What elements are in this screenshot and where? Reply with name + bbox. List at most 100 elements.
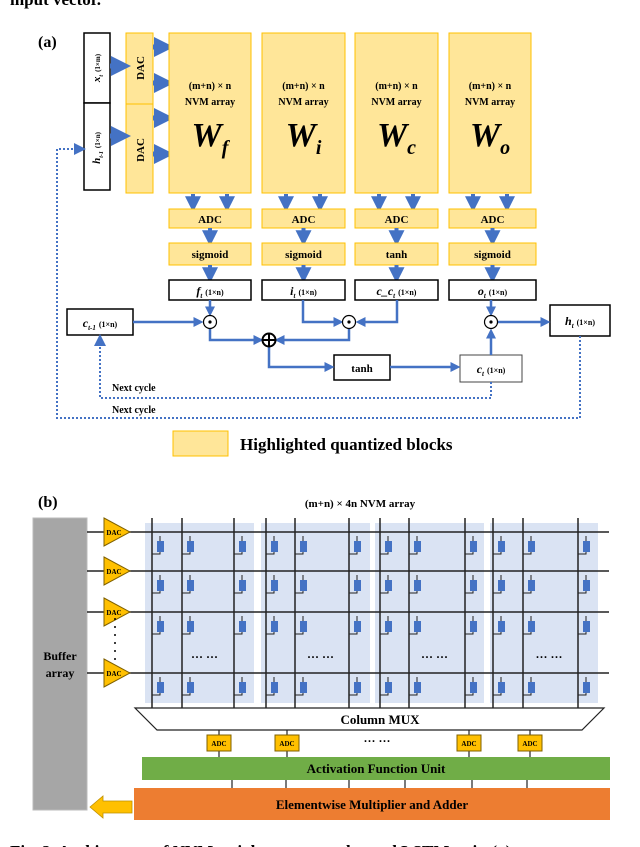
nvm-cell	[498, 682, 505, 693]
dac-label: DAC	[106, 568, 121, 576]
nvm-cell	[354, 682, 361, 693]
next-cycle-c-feedback	[94, 334, 492, 399]
c-t-label: ct(1×n)	[477, 362, 506, 378]
body-text-fragment: input vector.	[10, 0, 101, 9]
array-dims: (m+n) × n	[282, 81, 325, 92]
gate-output-box	[354, 279, 439, 301]
column-mux-label: Column MUX	[340, 712, 420, 727]
nvm-cell	[528, 541, 535, 552]
adc-block	[456, 734, 482, 752]
weight-symbol: Wc	[377, 117, 416, 159]
adc-label: ADC	[461, 740, 476, 748]
h-prev-input-box	[83, 102, 111, 191]
nvm-cell	[528, 580, 535, 591]
dimension: (1×n)	[205, 288, 224, 297]
weight-letter: W	[192, 117, 225, 154]
elementwise-multiplier-adder	[134, 788, 610, 820]
variable: c	[83, 316, 89, 330]
gate-output-label: it(1×n)	[290, 284, 317, 300]
adc-label: ADC	[522, 740, 537, 748]
buffer-array	[32, 517, 88, 811]
panel-a-label: (a)	[38, 34, 57, 51]
array-name: NVM array	[371, 97, 421, 108]
vertical-ellipsis-dot	[114, 618, 116, 620]
weight-letter: W	[286, 117, 319, 154]
dac-h	[125, 103, 154, 194]
elementwise-unit-label: Elementwise Multiplier and Adder	[276, 797, 468, 812]
nvm-cell	[300, 621, 307, 632]
array-name: NVM array	[185, 97, 235, 108]
weight-subscript: i	[316, 137, 322, 159]
nvm-cell	[498, 621, 505, 632]
adc-block	[517, 734, 543, 752]
adc-label: ADC	[385, 214, 409, 226]
nvm-cell	[414, 621, 421, 632]
nvm-cell	[385, 580, 392, 591]
weight-subscript: f	[222, 137, 231, 159]
dac-triangle	[103, 556, 132, 586]
nvm-cell	[385, 682, 392, 693]
variable: h	[91, 158, 103, 164]
subscript: t	[393, 292, 396, 300]
arrow-mult-to-add	[208, 329, 264, 345]
nvm-cell	[300, 682, 307, 693]
variable: x	[91, 76, 103, 83]
output-to-buffer-arrow-icon	[89, 795, 133, 819]
nvm-cell	[583, 682, 590, 693]
h-prev-input-label: ht-1(1×n)	[91, 131, 105, 164]
subscript: t-1	[99, 151, 105, 158]
vertical-ellipsis-dot	[114, 658, 116, 660]
nvm-cell	[187, 580, 194, 591]
subscript: t	[484, 292, 487, 300]
activation-label: sigmoid	[192, 249, 229, 261]
dac-triangle	[103, 658, 132, 688]
panel-b-label: (b)	[38, 494, 58, 511]
multiply-dot	[489, 320, 493, 324]
nvm-array-wo	[448, 32, 532, 194]
x-input-label: xt(1×m)	[91, 53, 105, 83]
nvm-cell	[157, 541, 164, 552]
c-prev-box	[66, 308, 134, 336]
buffer-label: array	[46, 666, 75, 680]
adc-label: ADC	[481, 214, 505, 226]
dac-triangle	[103, 517, 132, 547]
nvm-cell	[583, 541, 590, 552]
nvm-cell	[498, 580, 505, 591]
cell-ellipsis: ··· ···	[535, 650, 562, 664]
weight-symbol: Wi	[286, 117, 322, 159]
adc-label: ADC	[211, 740, 226, 748]
dac-h-label: DAC	[135, 138, 147, 162]
nvm-cell	[528, 682, 535, 693]
nvm-cell	[583, 621, 590, 632]
subscript: t-1	[88, 324, 96, 332]
cell-ellipsis: ··· ···	[421, 650, 448, 664]
legend-label: Highlighted quantized blocks	[240, 435, 453, 454]
nvm-cell	[385, 541, 392, 552]
variable: o	[478, 284, 484, 298]
cell-ellipsis: ··· ···	[307, 650, 334, 664]
activation-label: tanh	[386, 249, 407, 261]
nvm-cell	[239, 682, 246, 693]
dac-label: DAC	[106, 529, 121, 537]
arrow-it-to-mult	[301, 300, 344, 327]
weight-symbol: Wf	[192, 117, 231, 159]
subscript: t	[99, 75, 105, 77]
plus-mark	[262, 333, 276, 347]
array-name: NVM array	[465, 97, 515, 108]
tanh-box	[333, 354, 391, 381]
subscript: t	[294, 292, 297, 300]
dimension: (1×n)	[487, 366, 506, 375]
subscript: t	[572, 322, 575, 330]
variable: c	[477, 362, 483, 376]
figure-caption: Fig. 2. Architecture of NVM weight array…	[10, 842, 511, 847]
h-t-label: ht(1×n)	[565, 314, 595, 330]
nvm-cell	[470, 621, 477, 632]
nvm-cell	[354, 580, 361, 591]
array-dims: (m+n) × n	[189, 81, 232, 92]
column-mux	[133, 707, 606, 731]
activation-unit-label: Activation Function Unit	[307, 761, 446, 776]
nvm-cell	[157, 621, 164, 632]
adc-label: ADC	[198, 214, 222, 226]
nvm-cell	[157, 682, 164, 693]
